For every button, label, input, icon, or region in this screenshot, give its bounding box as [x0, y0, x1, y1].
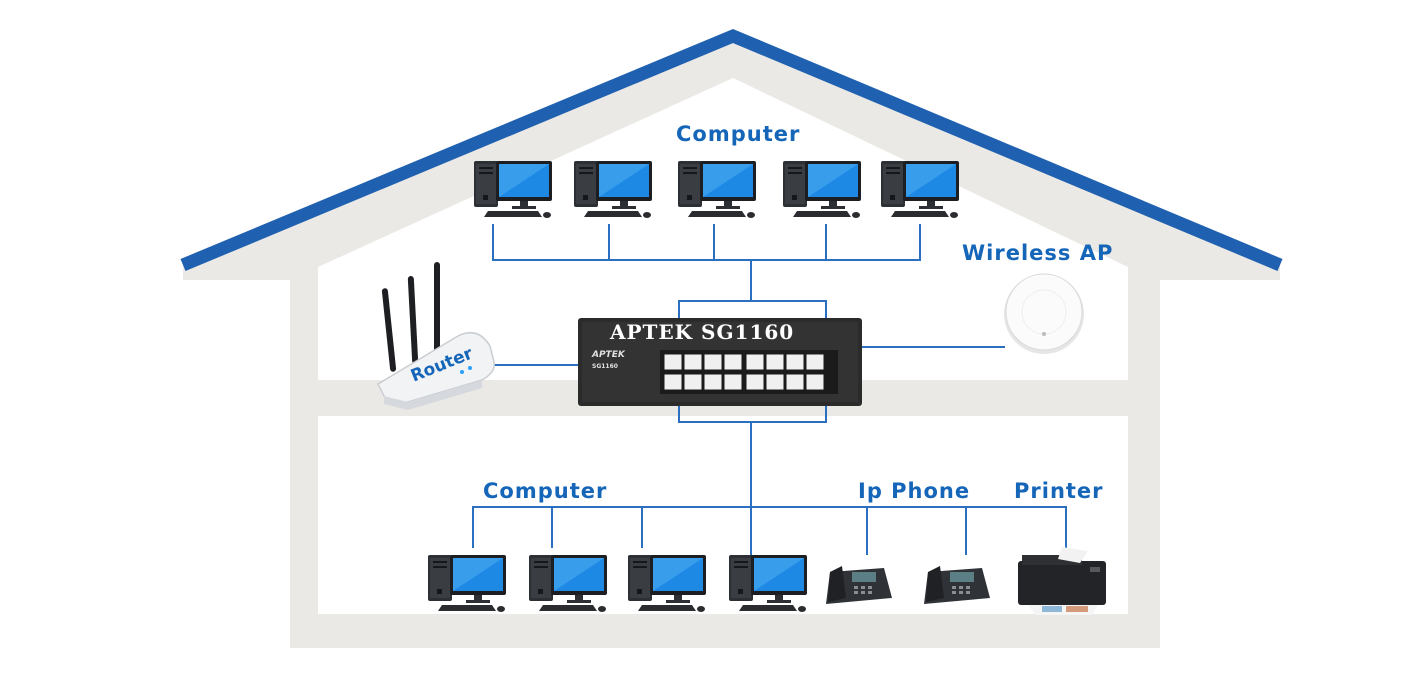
ip-phone-icon [924, 566, 990, 604]
router-icon [377, 262, 495, 410]
label-computer-bottom: Computer [483, 479, 608, 503]
label-wireless-ap: Wireless AP [962, 241, 1114, 265]
label-ip-phone: Ip Phone [858, 479, 971, 503]
connection-lines [472, 224, 1067, 560]
switch-icon [578, 318, 862, 406]
wireless-ap-icon [1004, 273, 1084, 354]
printer-icon [1018, 547, 1106, 615]
label-switch-title: APTEK SG1160 [610, 320, 795, 344]
roof [180, 28, 1283, 272]
switch-model: SG1160 [592, 363, 618, 370]
upper-room [318, 78, 1128, 380]
switch-brand: APTEK [592, 350, 625, 360]
label-computer-top: Computer [676, 122, 801, 146]
label-printer: Printer [1014, 479, 1104, 503]
ip-phone-icon [826, 566, 892, 604]
